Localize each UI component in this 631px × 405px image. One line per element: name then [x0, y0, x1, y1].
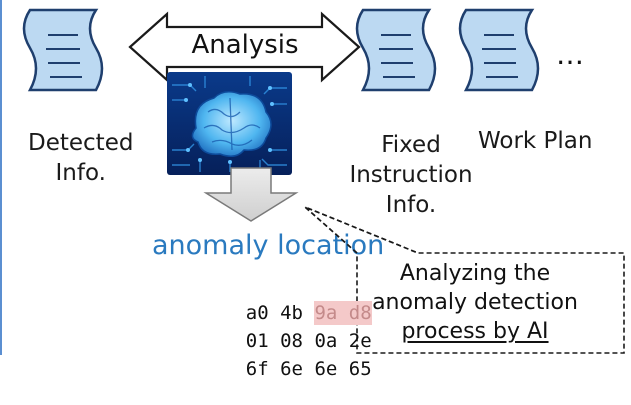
analysis-double-arrow [128, 11, 361, 83]
hex-cell: 6e [280, 358, 303, 380]
hex-cell: 08 [280, 330, 303, 352]
hex-cell: 65 [348, 358, 372, 380]
callout-line: process by AI [401, 319, 549, 344]
hex-cell: a0 [245, 302, 269, 324]
hex-cell-highlighted: 9a [314, 301, 338, 325]
hex-row: a0 4b 9a d8 [200, 277, 372, 349]
work-plan-label: Work Plan [478, 128, 593, 154]
down-arrow [203, 167, 299, 222]
fixed-instruction-scroll-icon [355, 8, 437, 92]
detected-label-line1: Detected [28, 130, 134, 156]
callout-line: Analyzing the [399, 261, 551, 286]
hex-cell-highlighted: d8 [348, 301, 372, 325]
callout-line: anomaly detection [372, 290, 578, 315]
hex-row: 6f 6e 6e 65 [200, 333, 372, 405]
hex-cell: 2e [348, 330, 372, 352]
diagram-canvas: Detected Info. Fixed Instruction Info. W… [0, 0, 625, 380]
callout-text: Analyzing the anomaly detection process … [355, 259, 595, 346]
hex-cell: 0a [314, 330, 338, 352]
fixed-label-line3: Info. [385, 192, 437, 218]
fixed-instruction-label: Fixed Instruction Info. [341, 130, 481, 220]
anomaly-location-title: anomaly location [152, 230, 385, 261]
more-documents-ellipsis: … [556, 38, 585, 71]
ai-brain-chip-icon [167, 72, 292, 175]
analysis-label: Analysis [191, 30, 299, 60]
hex-cell: 01 [245, 330, 269, 352]
detected-info-scroll-icon [22, 8, 104, 92]
hex-cell: 6f [245, 358, 269, 380]
hex-cell: 4b [280, 302, 303, 324]
hex-cell: 6e [314, 358, 338, 380]
frame-border [0, 0, 2, 355]
detected-info-label: Detected Info. [28, 128, 133, 188]
hex-row: 01 08 0a 2e [200, 305, 372, 377]
fixed-label-line1: Fixed [381, 132, 441, 158]
detected-label-line2: Info. [55, 160, 106, 186]
fixed-label-line2: Instruction [349, 162, 473, 188]
work-plan-scroll-icon [458, 8, 540, 92]
